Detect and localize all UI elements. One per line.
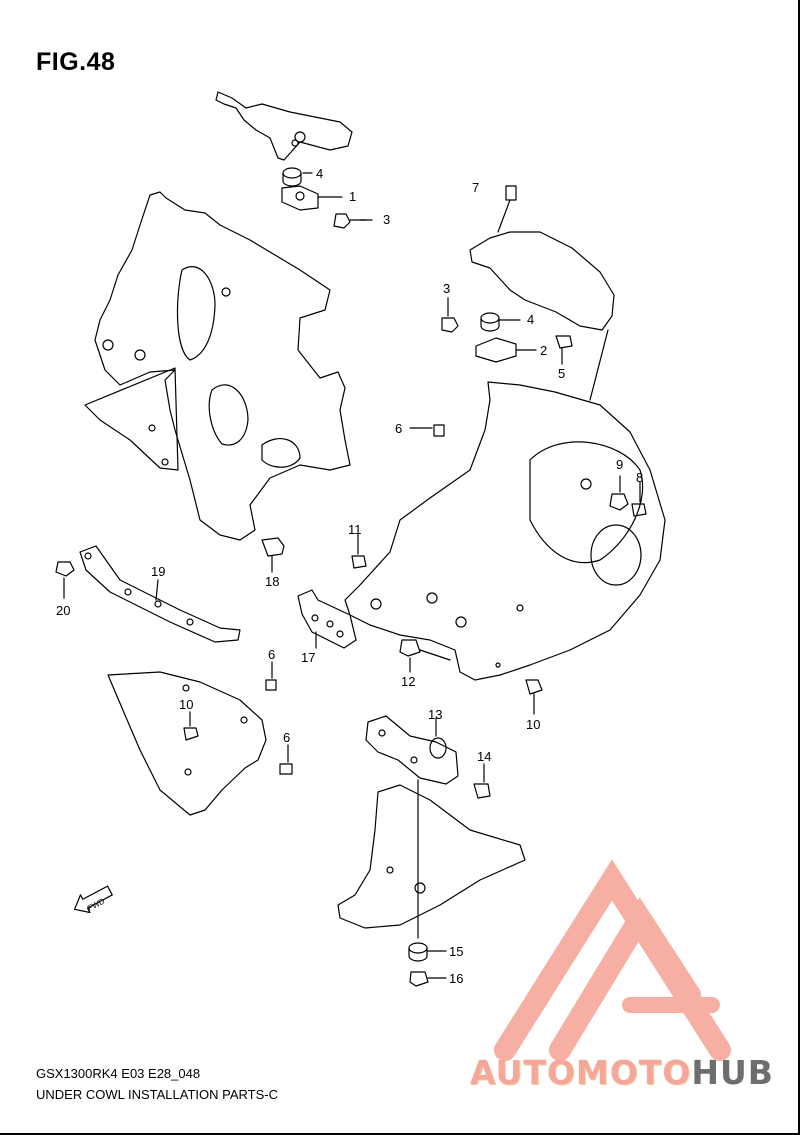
watermark-text: AUTOMOTOHUB [470,1053,774,1092]
callout-3-upper: 3 [383,212,391,227]
figure-title: FIG.48 [36,48,116,76]
callout-6-left-lower: 6 [283,730,291,745]
bracket-1 [281,185,319,211]
callout-6-right: 6 [395,421,403,436]
bracket-2 [475,337,517,363]
callout-4-right: 4 [527,312,535,327]
grommet-15 [408,942,428,954]
left-cowl-side-flap [84,367,179,471]
callout-16: 16 [449,971,464,986]
bolt-16 [409,971,429,987]
clip-6-left-upper [265,679,277,691]
screw-11 [351,555,367,569]
bolt-3-upper [333,213,351,229]
callout-11: 11 [348,522,362,537]
bolt-5 [555,335,573,349]
figure-name: UNDER COWL INSTALLATION PARTS-C [36,1087,278,1102]
bracket-17 [297,589,357,649]
right-cowl-panel [344,381,666,681]
bolt-3-right [441,317,459,333]
callout-20: 20 [56,603,71,618]
stay-19 [79,545,241,643]
bracket-13 [365,715,459,785]
callout-9: 9 [616,457,624,472]
upper-stay-bracket [215,91,353,161]
left-cowl-panel [94,191,351,541]
grommet-4-upper [282,167,302,179]
watermark-text-hub: HUB [691,1053,774,1092]
right-upper-stay [469,231,615,331]
callout-14: 14 [477,749,492,764]
bolt-8 [631,503,647,517]
fwd-arrow-icon [73,885,113,914]
lower-left-cowl [107,671,267,816]
bolt-10-left [183,727,199,741]
frame-bottom-border [0,1133,800,1135]
bolt-20 [55,561,75,577]
watermark-logo [494,859,731,1061]
callout-6-left-upper: 6 [268,647,276,662]
callout-8: 8 [636,470,644,485]
grommet-4-right [480,312,500,324]
plug-18 [261,537,285,557]
clip-7 [505,185,517,201]
callout-2: 2 [540,343,548,358]
lower-under-cowl [337,784,526,929]
bolt-12 [399,639,421,657]
clip-6-left-lower [279,763,293,775]
callout-7: 7 [472,180,480,195]
bolt-10-right [525,679,543,695]
figure-code: GSX1300RK4 E03 E28_048 [36,1066,201,1081]
callout-1: 1 [349,189,357,204]
callout-15: 15 [449,944,464,959]
callout-10-right: 10 [526,717,541,732]
callout-12: 12 [401,674,416,689]
watermark-text-automoto: AUTOMOTO [470,1053,692,1092]
callout-18: 18 [265,574,280,589]
callout-17: 17 [301,650,316,665]
callout-4-upper: 4 [316,166,324,181]
bolt-14 [473,783,491,799]
callout-5: 5 [558,366,566,381]
callout-10-left: 10 [179,697,194,712]
frame-right-border [798,0,800,1135]
callout-13: 13 [428,707,443,722]
callout-19: 19 [151,564,166,579]
nut-9 [609,493,629,511]
clip-6-right [433,424,445,437]
callout-3-right: 3 [443,281,451,296]
